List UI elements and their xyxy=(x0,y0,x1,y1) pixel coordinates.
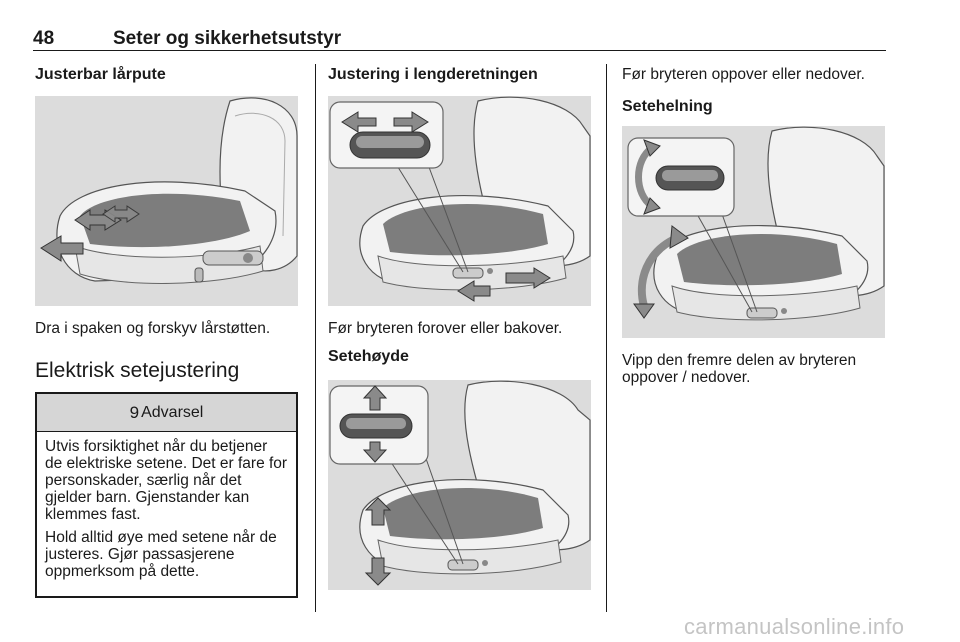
column-divider xyxy=(315,64,316,612)
double-arrow-icon xyxy=(74,205,140,231)
warning-paragraph: Hold alltid øye med setene når de juster… xyxy=(45,529,277,580)
watermark: carmanualsonline.info xyxy=(684,614,905,639)
double-arrow-icon xyxy=(457,267,551,302)
warning-title: Advarsel xyxy=(141,403,204,421)
seat-height-figure xyxy=(328,380,591,590)
warning-icon: 9 xyxy=(129,402,140,422)
thigh-support-heading: Justerbar lårpute xyxy=(35,66,166,83)
chapter-title: Seter og sikkerhetsutstyr xyxy=(113,28,342,49)
arrow-up-down-icon xyxy=(362,385,388,463)
seat-icon xyxy=(329,380,591,586)
longitudinal-caption: Før bryteren forover eller bakover. xyxy=(328,320,563,337)
column-divider xyxy=(606,64,607,612)
switch-icon xyxy=(329,385,429,465)
seat-tilt-heading: Setehelning xyxy=(622,98,713,115)
seat-icon xyxy=(40,97,298,284)
curved-arrow-icon xyxy=(633,225,689,319)
longitudinal-figure xyxy=(328,96,591,306)
header-rule xyxy=(33,50,886,51)
warning-header: 9 Advarsel xyxy=(37,394,296,432)
seat-height-heading: Setehøyde xyxy=(328,348,409,365)
seat-icon xyxy=(627,126,885,321)
curved-arrow-icon xyxy=(635,139,661,215)
height-caption: Før bryteren oppover eller nedover. xyxy=(622,66,865,83)
switch-icon xyxy=(627,137,735,217)
switch-icon xyxy=(329,101,444,169)
seat-tilt-figure xyxy=(622,126,885,338)
longitudinal-heading: Justering i lengderetningen xyxy=(328,66,538,83)
thigh-support-figure xyxy=(35,96,298,306)
warning-box: 9 Advarsel Utvis forsiktighet når du bet… xyxy=(35,392,298,598)
electric-adjustment-heading: Elektrisk setejustering xyxy=(35,359,240,382)
arrow-left-icon xyxy=(40,235,84,262)
thigh-support-caption: Dra i spaken og forskyv lårstøtten. xyxy=(35,320,271,337)
warning-paragraph: Utvis forsiktighet når du betjener de el… xyxy=(45,438,288,523)
page-number: 48 xyxy=(33,28,55,49)
seat-tilt-caption: Vipp den fremre delen av bryteren oppove… xyxy=(622,352,857,386)
seat-icon xyxy=(329,96,591,302)
